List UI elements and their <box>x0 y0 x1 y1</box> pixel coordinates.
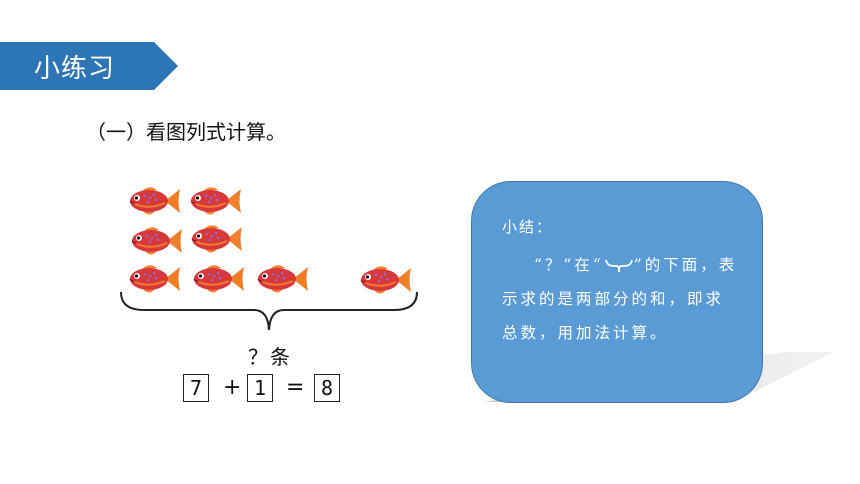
fish-icon <box>190 186 242 216</box>
summary-text-end: ”的下面，表示求的是两部分的和，即求总数，用加法计算。 <box>502 256 738 342</box>
fish-icon <box>131 226 183 256</box>
exercise-heading: （一）看图列式计算。 <box>86 120 286 144</box>
summary-text-start: “？”在“ <box>534 256 604 274</box>
fish-icon <box>129 186 181 216</box>
summary-text: “？”在“”的下面，表示求的是两部分的和，即求总数，用加法计算。 <box>502 248 742 350</box>
equals-sign: = <box>286 375 305 400</box>
summary-card: 小结： “？”在“”的下面，表示求的是两部分的和，即求总数，用加法计算。 <box>471 181 763 403</box>
fish-icon <box>191 224 243 254</box>
banner-title: 小练习 <box>34 54 116 84</box>
left-operand-box: 7 <box>183 374 209 402</box>
summary-label: 小结： <box>502 218 554 236</box>
brace-icon <box>120 291 418 331</box>
plus-operator: + <box>223 375 242 400</box>
right-operand-box: 1 <box>247 374 273 402</box>
question-label: ？条 <box>248 345 292 369</box>
title-banner: 小练习 <box>0 42 178 90</box>
result-box: 8 <box>314 374 340 402</box>
brace-symbol-icon <box>604 259 633 273</box>
banner-arrow-shape <box>0 42 178 90</box>
equation: 7 + 1 = 8 <box>183 374 353 404</box>
